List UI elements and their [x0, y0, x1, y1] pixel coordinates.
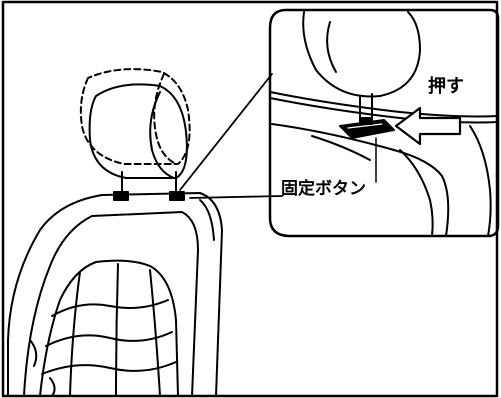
callout-connectors — [179, 73, 283, 199]
seat-back — [7, 192, 223, 397]
headrest-raised-dashed — [79, 68, 191, 165]
headrest-posts — [113, 171, 185, 201]
lock-button-label: 固定ボタン — [281, 179, 366, 199]
push-arrow-icon — [394, 106, 462, 146]
push-label: 押す — [428, 76, 464, 97]
lock-button-icon — [339, 117, 395, 139]
callout-inset — [268, 8, 500, 238]
